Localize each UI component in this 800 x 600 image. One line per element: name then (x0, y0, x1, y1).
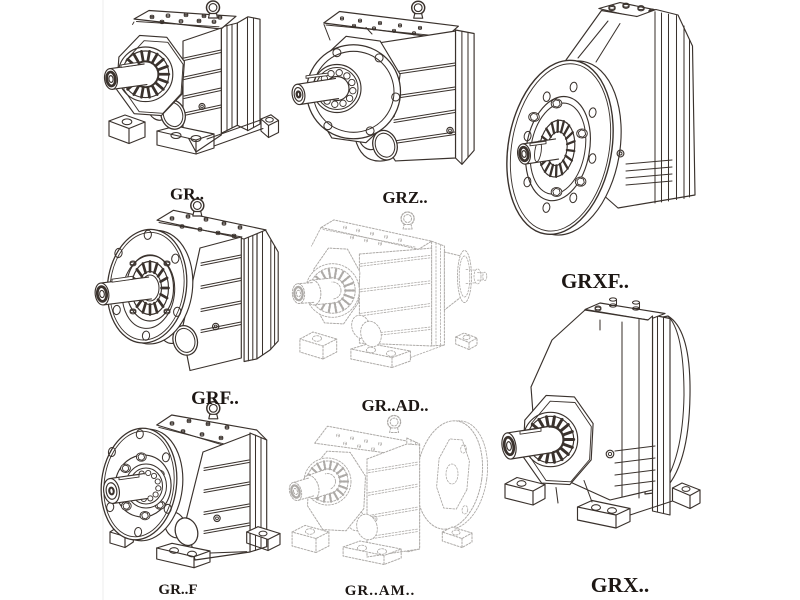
svg-text:GR..F: GR..F (158, 582, 197, 598)
svg-text:GR..AM..: GR..AM.. (345, 583, 416, 599)
svg-text:GR..AD..: GR..AD.. (361, 396, 428, 415)
svg-text:GR..: GR.. (170, 185, 204, 204)
svg-text:GRZ..: GRZ.. (382, 188, 427, 207)
svg-text:GRF..: GRF.. (191, 388, 239, 409)
svg-text:GRXF..: GRXF.. (561, 269, 629, 293)
svg-text:GRX..: GRX.. (591, 573, 650, 597)
